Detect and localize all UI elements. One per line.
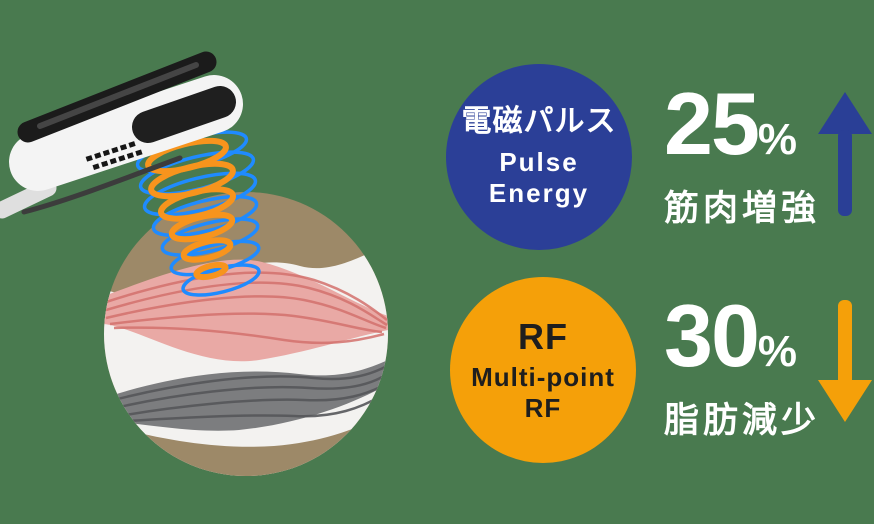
handpiece-device-image [0,51,243,219]
up-arrow-icon [818,92,872,216]
fat-reduction-unit: % [757,327,798,376]
pulse-energy-subtitle-line1: Pulse [499,147,579,178]
fat-reduction-value: 30% [664,292,820,380]
muscle-increase-number: 25 [664,74,760,173]
rf-energy-title: RF [518,315,568,357]
fat-reduction-label: 脂肪減少 [664,401,821,440]
pulse-energy-title: 電磁パルス [461,105,617,139]
rf-energy-badge: RF Multi-point RF [450,277,636,463]
pulse-energy-subtitle-line2: Energy [488,178,590,208]
muscle-increase-label: 筋肉増強 [664,189,821,228]
fat-reduction-stat: 30% 脂肪減少 [664,292,820,443]
muscle-increase-stat: 25% 筋肉増強 [664,80,820,231]
pulse-energy-badge: 電磁パルス Pulse Energy [446,64,632,250]
muscle-increase-unit: % [757,115,798,164]
rf-energy-subtitle-line2: RF [524,392,562,423]
rf-energy-subtitle-line1: Multi-point [471,362,615,393]
down-arrow-icon [818,300,872,422]
fat-reduction-number: 30 [664,286,760,385]
muscle-increase-value: 25% [664,80,820,168]
